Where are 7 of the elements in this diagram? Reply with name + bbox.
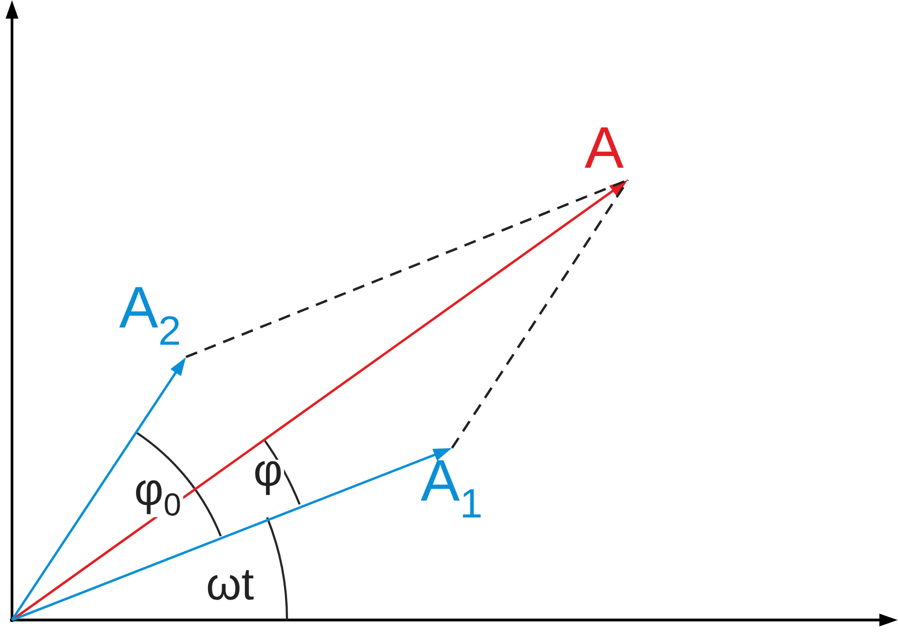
vector-label: A$_{1}$ [420, 460, 481, 518]
vector-label: A$_{2}$ [119, 287, 180, 345]
angle-label: φ [252, 460, 284, 496]
vector-label: A [584, 127, 624, 168]
angle-label: φ$_{0}$ [132, 478, 184, 518]
dashed-line [451, 179, 630, 449]
angle-label: ωt [204, 568, 256, 602]
